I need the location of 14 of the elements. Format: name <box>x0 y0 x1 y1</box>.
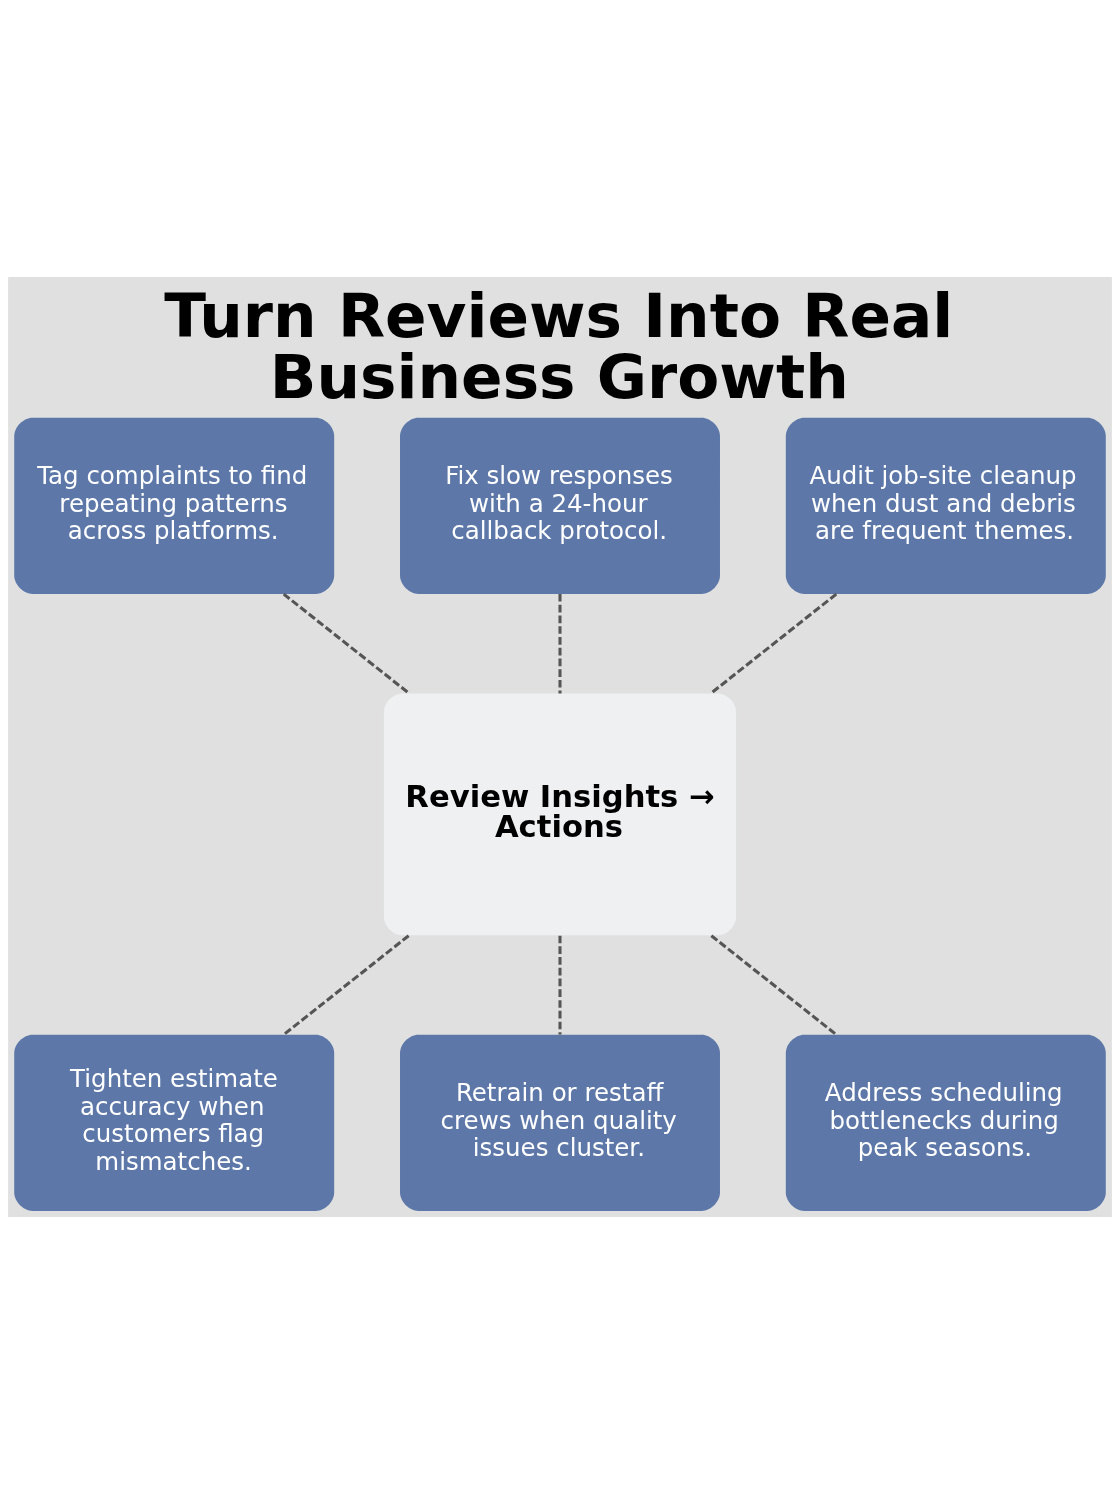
connector <box>710 934 837 1036</box>
connector <box>558 594 562 694</box>
node-box: Fix slow responses with a 24-hour callback protocol. <box>400 417 720 594</box>
connector <box>282 592 411 695</box>
node-box: Retrain or restaff crews when quality issues cluster. <box>400 1034 720 1211</box>
connector <box>709 592 838 695</box>
connector <box>283 934 410 1036</box>
node-box: Audit job-site cleanup when dust and debris are frequent themes. <box>785 417 1106 594</box>
node-box: Tag complaints to find repeating patterns across platforms. <box>14 417 335 594</box>
node-box: Review Insights → Actions <box>383 693 737 936</box>
node-box: Address scheduling bottlenecks during peak seasons. <box>785 1034 1106 1211</box>
diagram-title: Turn Reviews Into Real Business Growth <box>164 279 954 412</box>
node-box: Tighten estimate accuracy when customers flag mismatches. <box>14 1034 335 1211</box>
connector <box>558 935 562 1035</box>
